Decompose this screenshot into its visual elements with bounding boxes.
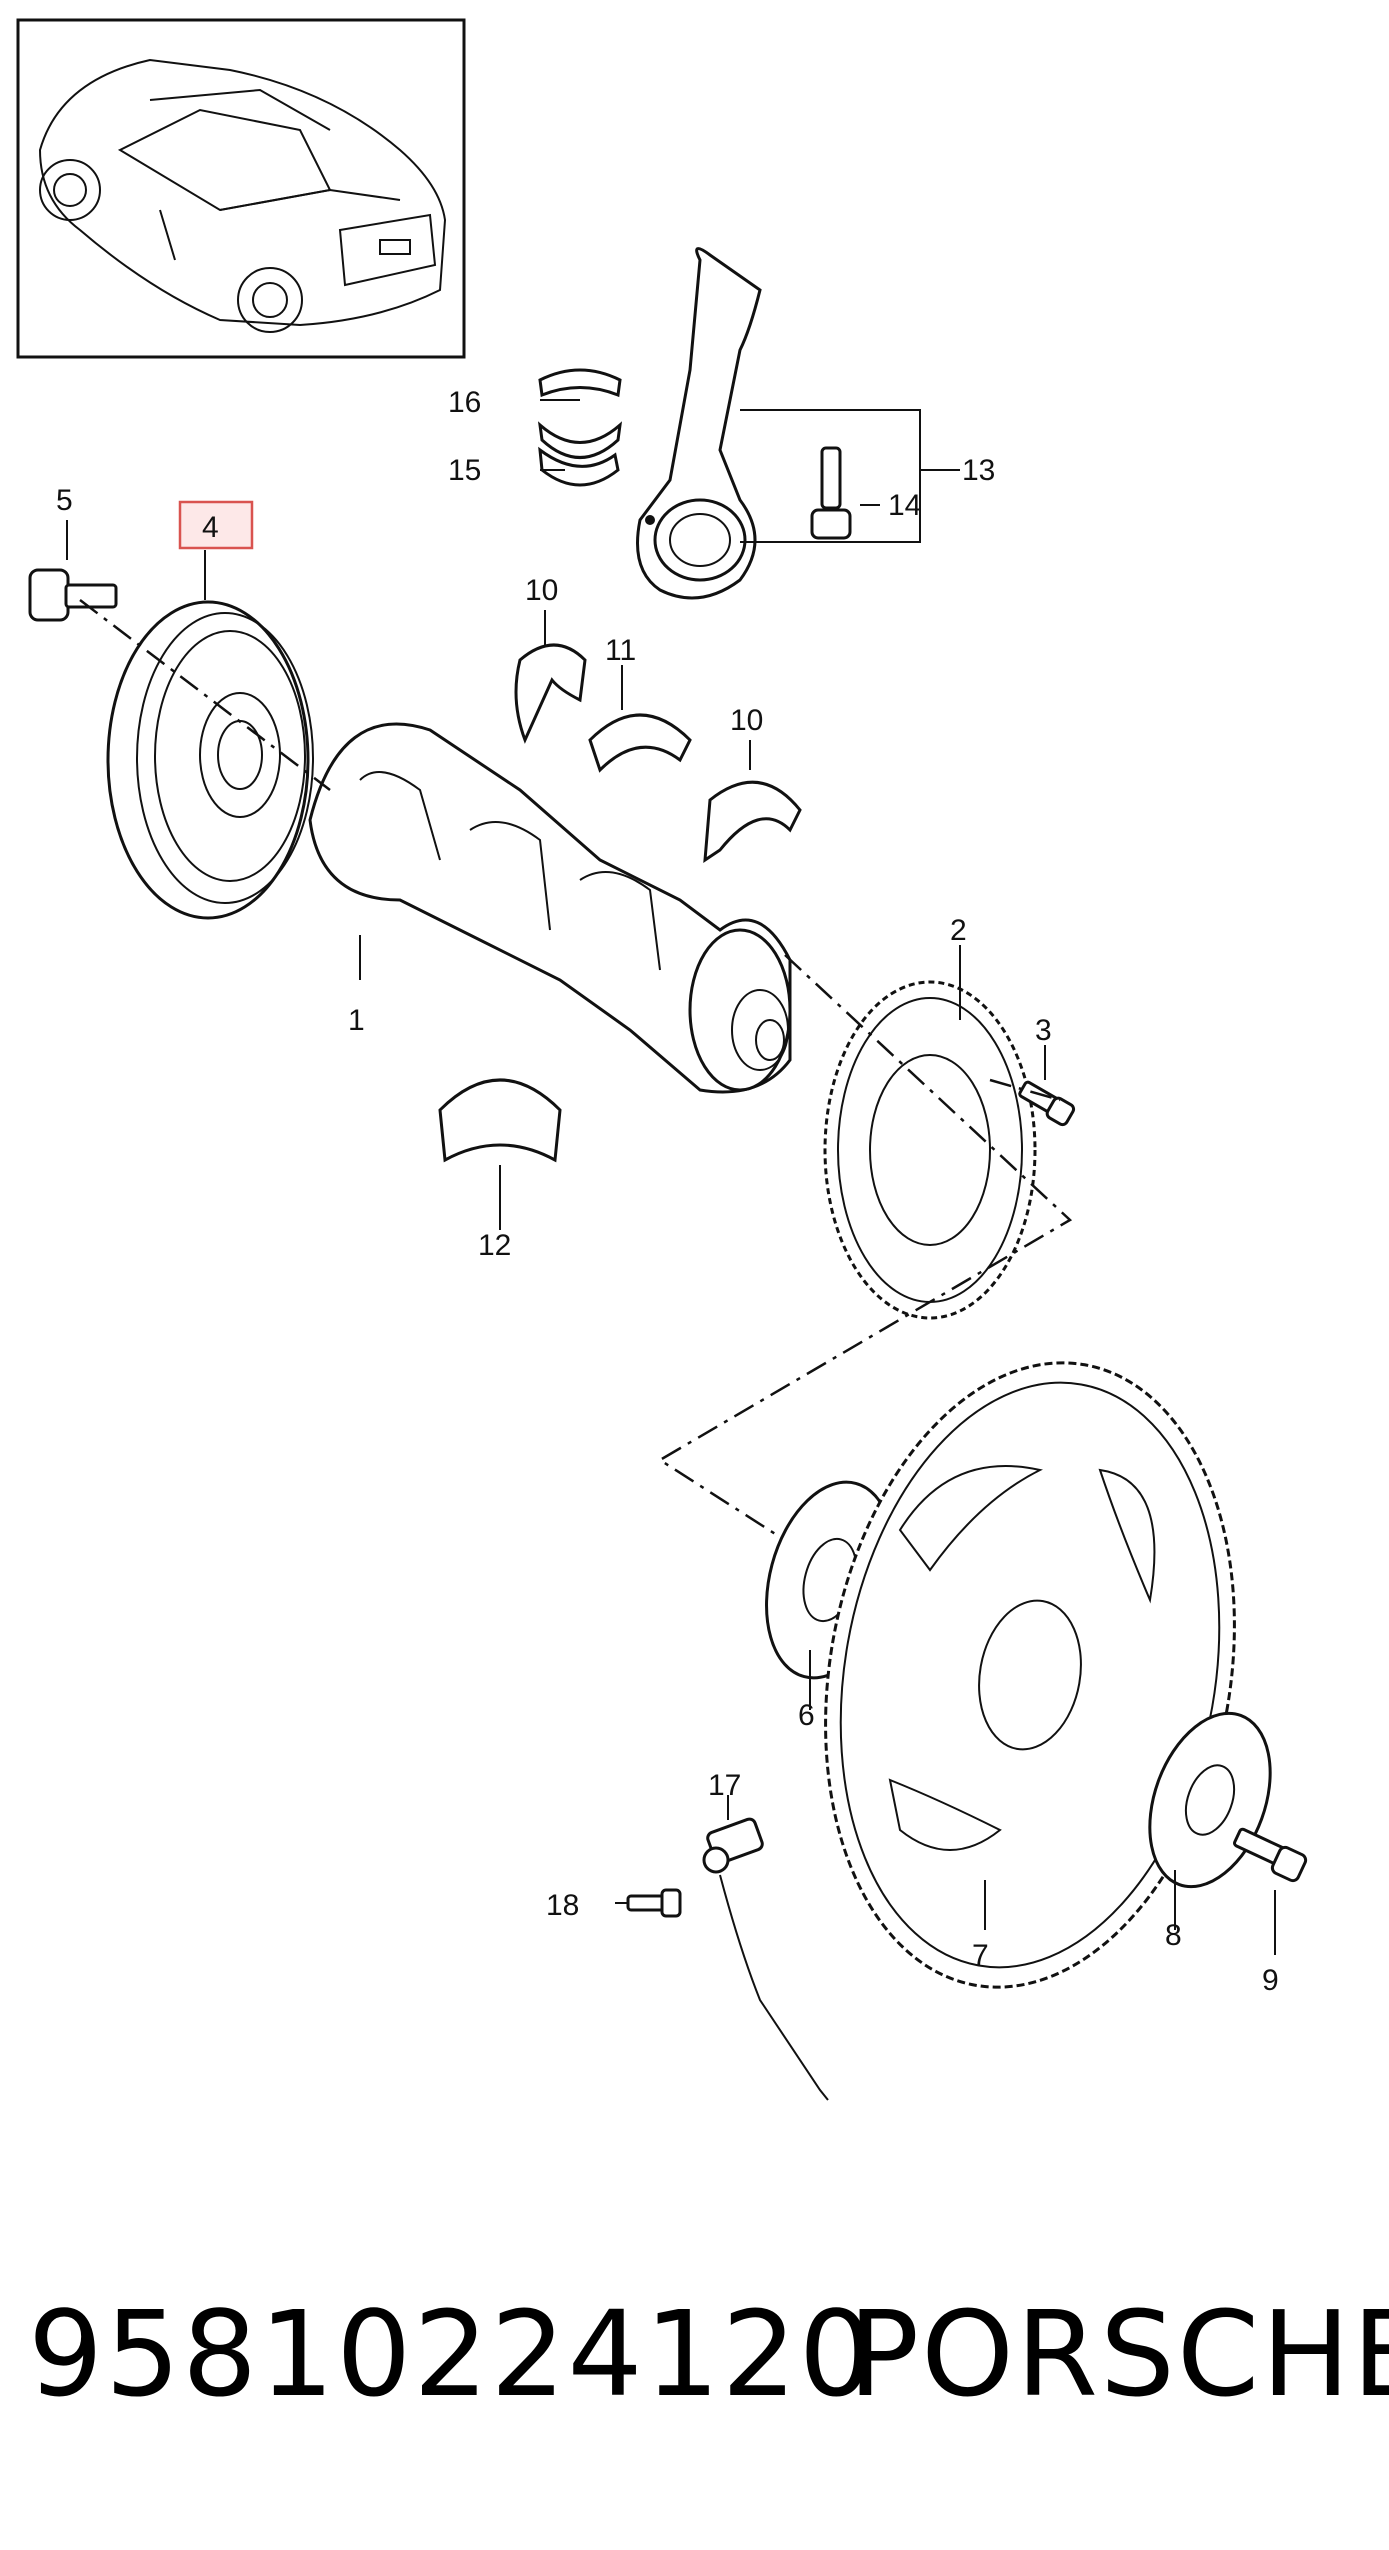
sensor-bolt xyxy=(626,1888,682,1918)
crankshaft xyxy=(308,722,792,1094)
callout-7: 7 xyxy=(972,1939,989,1972)
connecting-rod xyxy=(636,247,762,600)
callout-11: 11 xyxy=(605,634,636,667)
part-number: 95810224120 xyxy=(28,2285,876,2423)
callout-16: 16 xyxy=(448,386,481,419)
callout-17: 17 xyxy=(708,1769,741,1802)
callout-13: 13 xyxy=(962,454,995,487)
leader-lines xyxy=(66,399,1276,1955)
flex-plate xyxy=(824,1361,1236,1989)
damper-bolt xyxy=(28,568,118,622)
callout-6: 6 xyxy=(798,1699,815,1732)
callout-10-upper: 10 xyxy=(525,574,558,607)
highlighted-callout-box xyxy=(178,500,254,550)
callout-18: 18 xyxy=(546,1889,579,1922)
trigger-ring-gear xyxy=(823,980,1037,1320)
vibration-damper xyxy=(106,600,314,920)
callout-1: 1 xyxy=(348,1004,365,1037)
callout-14: 14 xyxy=(888,489,921,522)
callout-10-lower: 10 xyxy=(730,704,763,737)
callout-9: 9 xyxy=(1262,1964,1279,1997)
callout-12: 12 xyxy=(478,1229,511,1262)
ring-gear-bolt xyxy=(1018,1080,1076,1127)
brand-name: PORSCHE xyxy=(848,2285,1389,2423)
callout-15: 15 xyxy=(448,454,481,487)
rod-bolt xyxy=(810,446,852,540)
callout-5: 5 xyxy=(56,484,73,517)
callout-3: 3 xyxy=(1035,1014,1052,1047)
flex-plate-bolt xyxy=(1233,1827,1308,1883)
main-bearing-shells xyxy=(438,643,802,1163)
callout-4: 4 xyxy=(202,511,219,544)
vehicle-thumbnail xyxy=(16,18,466,359)
callout-8: 8 xyxy=(1165,1919,1182,1952)
speed-sensor xyxy=(702,1817,829,2101)
callout-2: 2 xyxy=(950,914,967,947)
rod-bearing-shells xyxy=(537,368,623,487)
callout-labels: 1 2 3 4 5 6 7 8 9 10 10 11 12 13 14 15 1… xyxy=(56,386,1279,1997)
